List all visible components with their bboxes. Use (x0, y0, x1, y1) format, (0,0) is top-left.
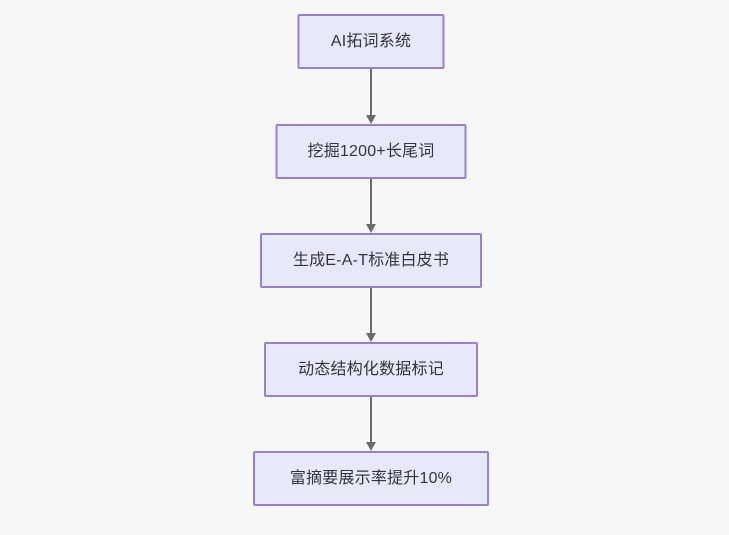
arrowhead-icon (366, 333, 376, 342)
flow-node-generate-eat-whitepaper[interactable]: 生成E-A-T标准白皮书 (260, 233, 482, 288)
flow-node-label: 生成E-A-T标准白皮书 (292, 251, 450, 269)
flow-edge-n1-n2 (365, 69, 377, 124)
arrowhead-icon (366, 115, 376, 124)
flow-edge-n2-n3 (365, 179, 377, 233)
flow-node-ai-keyword-system[interactable]: AI拓词系统 (297, 14, 445, 69)
flow-edge-n4-n5 (365, 397, 377, 451)
flow-node-rich-snippet-rate-increase[interactable]: 富摘要展示率提升10% (253, 451, 489, 506)
arrowhead-icon (366, 224, 376, 233)
arrowhead-icon (366, 442, 376, 451)
edge-line (370, 69, 372, 115)
flow-edge-n3-n4 (365, 288, 377, 342)
flow-node-label: 动态结构化数据标记 (298, 360, 444, 378)
flow-node-mine-longtail-keywords[interactable]: 挖掘1200+长尾词 (275, 124, 467, 179)
flow-node-label: AI拓词系统 (330, 32, 412, 50)
edge-line (370, 397, 372, 442)
flow-node-label: 挖掘1200+长尾词 (307, 142, 435, 160)
flow-node-label: 富摘要展示率提升10% (289, 469, 453, 487)
edge-line (370, 179, 372, 224)
flow-node-dynamic-structured-data-markup[interactable]: 动态结构化数据标记 (264, 342, 478, 397)
edge-line (370, 288, 372, 333)
